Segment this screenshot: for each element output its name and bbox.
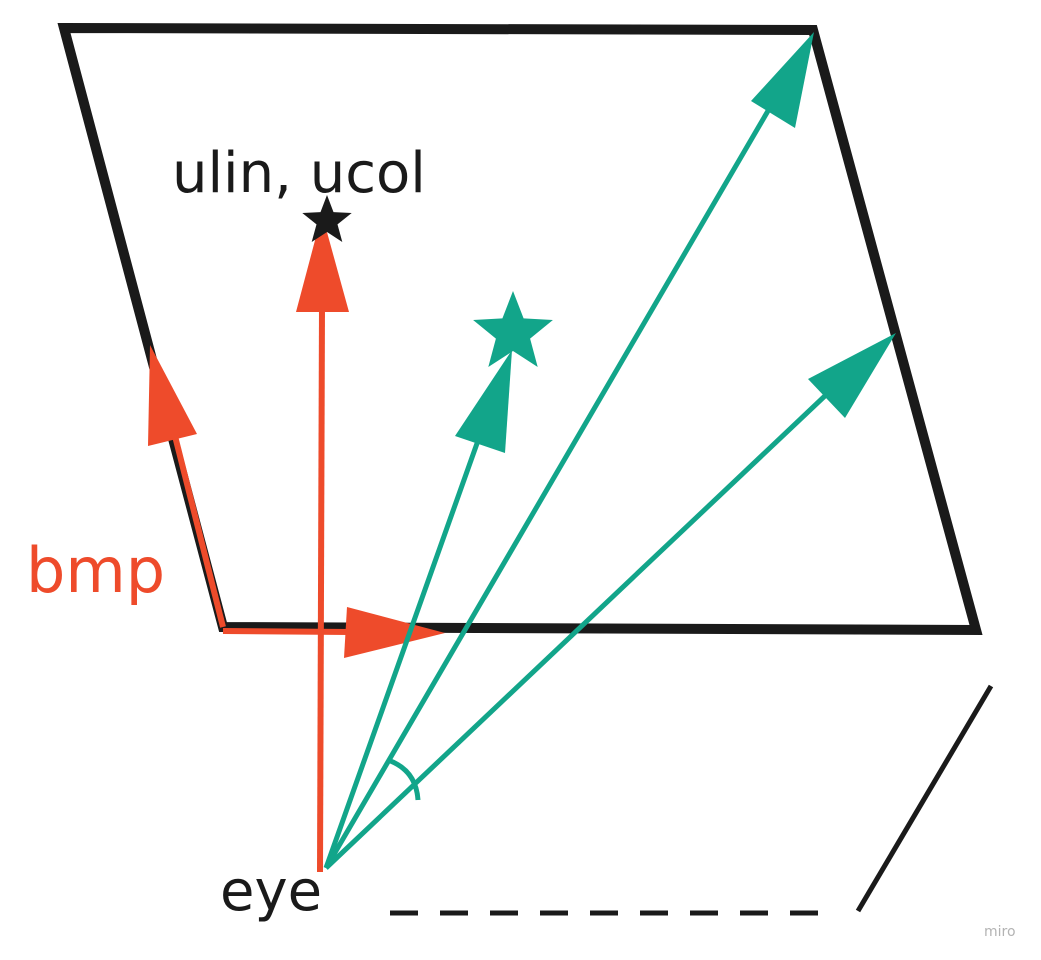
bump-vector-right-shaft	[222, 628, 351, 635]
view-ray-2-arrowhead	[751, 32, 814, 128]
second-plane-edge	[855, 684, 994, 913]
view-ray-1-shaft	[323, 434, 483, 869]
bump-vector-up-shaft	[172, 435, 226, 628]
view-rays	[323, 32, 896, 870]
view-ray-1-arrowhead	[455, 350, 512, 453]
bump-vectors	[148, 345, 445, 658]
star-icon	[302, 195, 352, 242]
view-ray-3-arrowhead	[808, 333, 896, 418]
bump-vector-up-arrowhead	[148, 345, 197, 446]
view-ray-2-shaft	[323, 102, 775, 870]
star-icon	[473, 291, 553, 367]
ray-angle-arc	[387, 757, 421, 801]
eye-label: eye	[220, 859, 322, 924]
bump-label: bmp	[26, 534, 165, 607]
eye-vector-shaft	[317, 304, 325, 873]
watermark-logo: miro	[984, 924, 1016, 940]
view-ray-3-shaft	[324, 391, 830, 870]
eye-to-target-vector	[296, 214, 349, 873]
bump-vector-right-arrowhead	[344, 607, 445, 658]
target-label: ulin, ucol	[172, 141, 426, 206]
eye-vector-arrowhead	[296, 214, 349, 312]
